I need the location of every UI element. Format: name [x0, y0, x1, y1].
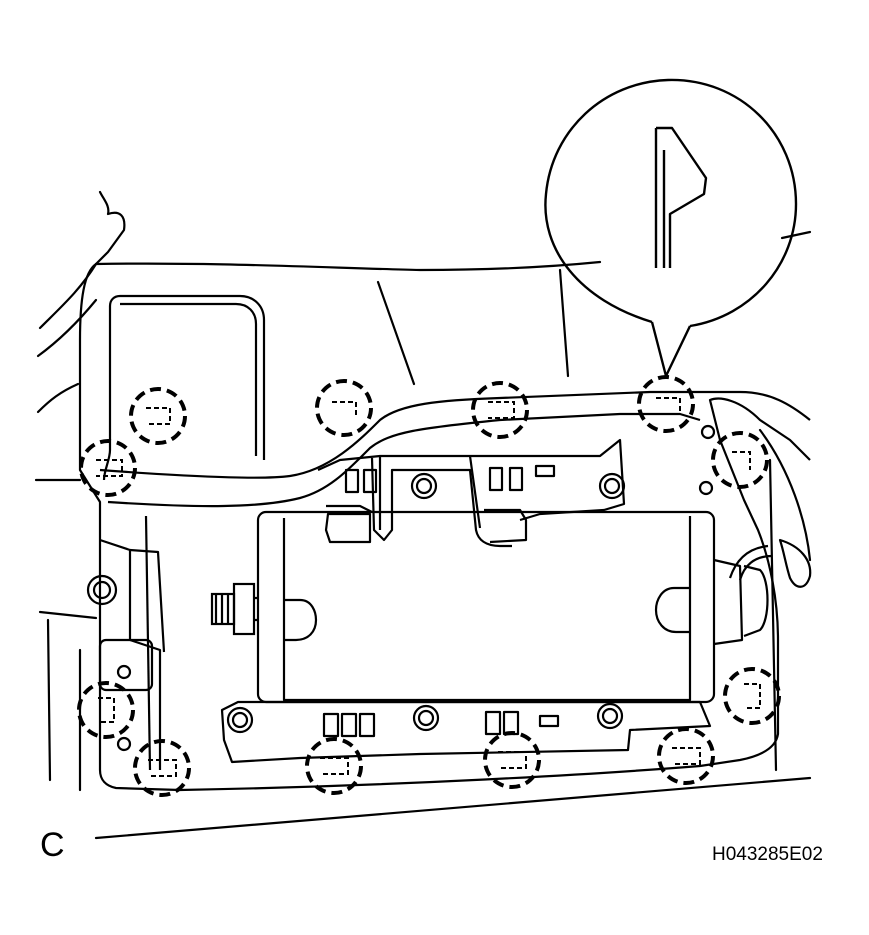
clip-marker-icon	[129, 387, 187, 445]
clip-marker-icon	[133, 739, 191, 797]
clip-marker-icon	[723, 667, 781, 725]
lower-bracket	[220, 700, 712, 764]
nut-icon	[210, 582, 258, 636]
clip-marker-icon	[77, 681, 135, 739]
clip-marker-icon	[79, 439, 137, 497]
clip-markers	[77, 375, 781, 797]
clip-marker-icon	[471, 381, 529, 439]
airbag-module	[256, 510, 812, 704]
bolt-icon	[86, 424, 716, 752]
clip-marker-icon	[483, 731, 541, 789]
clip-marker-icon	[305, 737, 363, 795]
clip-marker-icon	[315, 379, 373, 437]
claw-hook-detail-icon	[544, 78, 798, 378]
clip-marker-icon	[657, 727, 715, 785]
panel-frame	[78, 263, 811, 792]
view-letter-label: C	[40, 826, 65, 864]
clip-claws	[96, 397, 761, 777]
dashboard-outline	[34, 190, 812, 840]
clip-marker-icon	[637, 375, 695, 433]
figure-code-label: H043285E02	[712, 844, 823, 865]
upper-bracket	[317, 438, 626, 548]
left-bracket	[98, 515, 166, 771]
clip-marker-icon	[711, 431, 769, 489]
